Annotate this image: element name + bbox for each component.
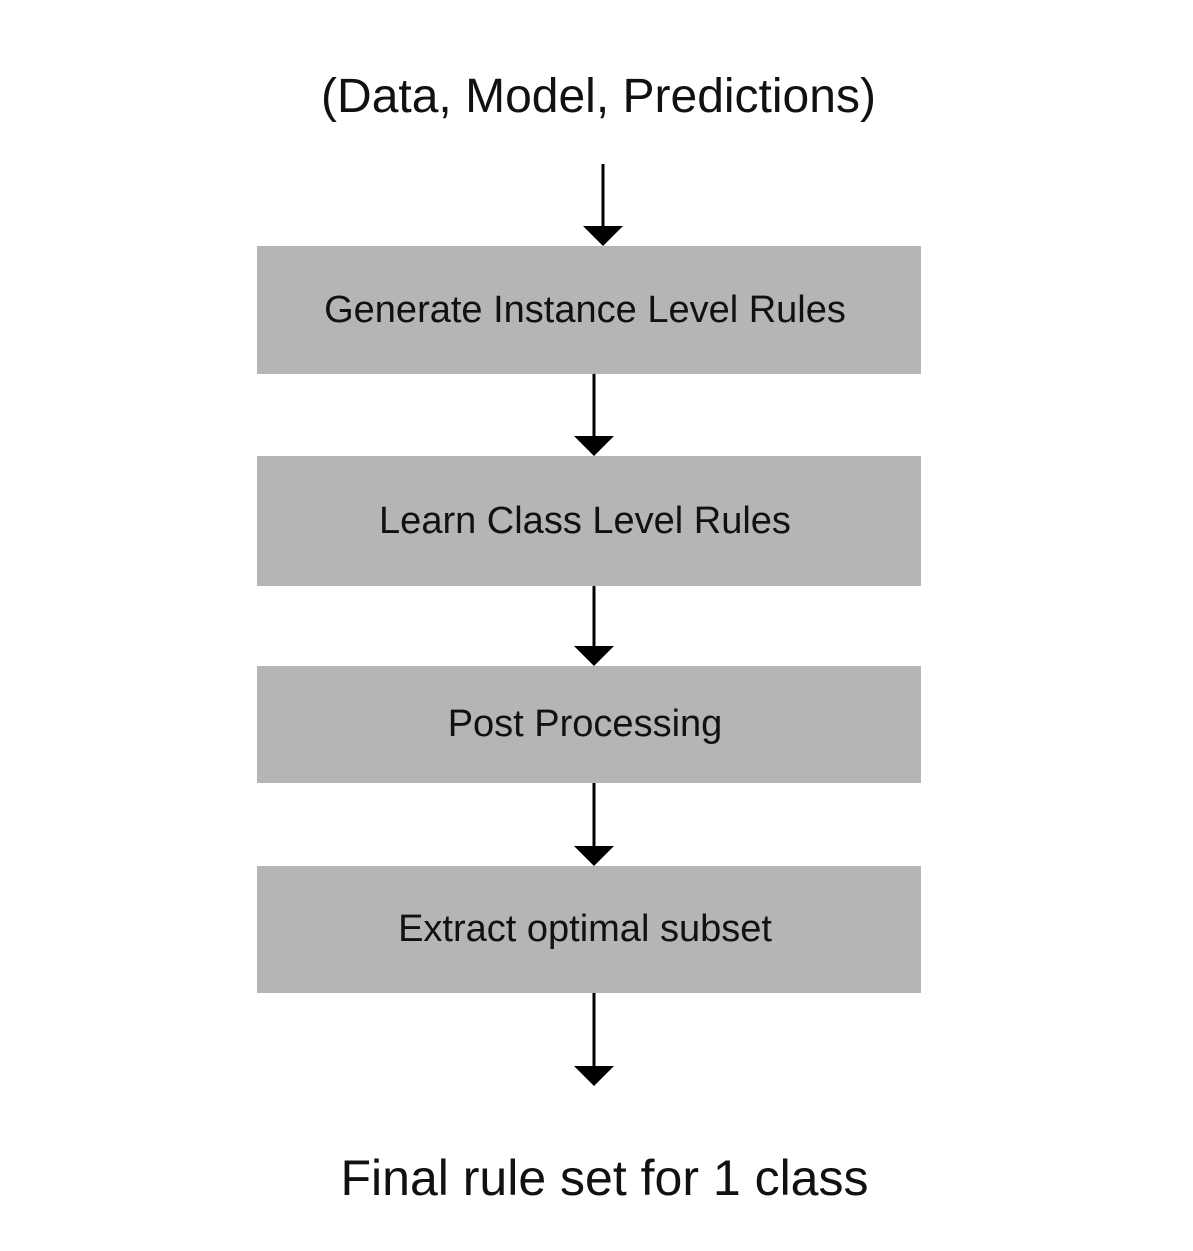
output-label: Final rule set for 1 class (340, 1150, 869, 1206)
step-box-post-processing: Post Processing (257, 666, 921, 783)
arrow-step-3-to-step-4 (574, 783, 614, 866)
step-label: Generate Instance Level Rules (324, 288, 846, 331)
step-label: Post Processing (447, 703, 723, 745)
arrow-step-2-to-step-3 (574, 586, 614, 666)
step-box-generate-instance-rules: Generate Instance Level Rules (257, 246, 921, 374)
step-label: Extract optimal subset (398, 908, 772, 950)
input-label: (Data, Model, Predictions) (321, 70, 876, 123)
arrow-step-4-to-output (574, 993, 614, 1086)
arrow-input-to-step-1 (583, 164, 623, 246)
arrow-step-1-to-step-2 (574, 374, 614, 456)
step-label: Learn Class Level Rules (379, 499, 791, 542)
step-box-extract-optimal-subset: Extract optimal subset (257, 866, 921, 993)
step-box-learn-class-rules: Learn Class Level Rules (257, 456, 921, 586)
